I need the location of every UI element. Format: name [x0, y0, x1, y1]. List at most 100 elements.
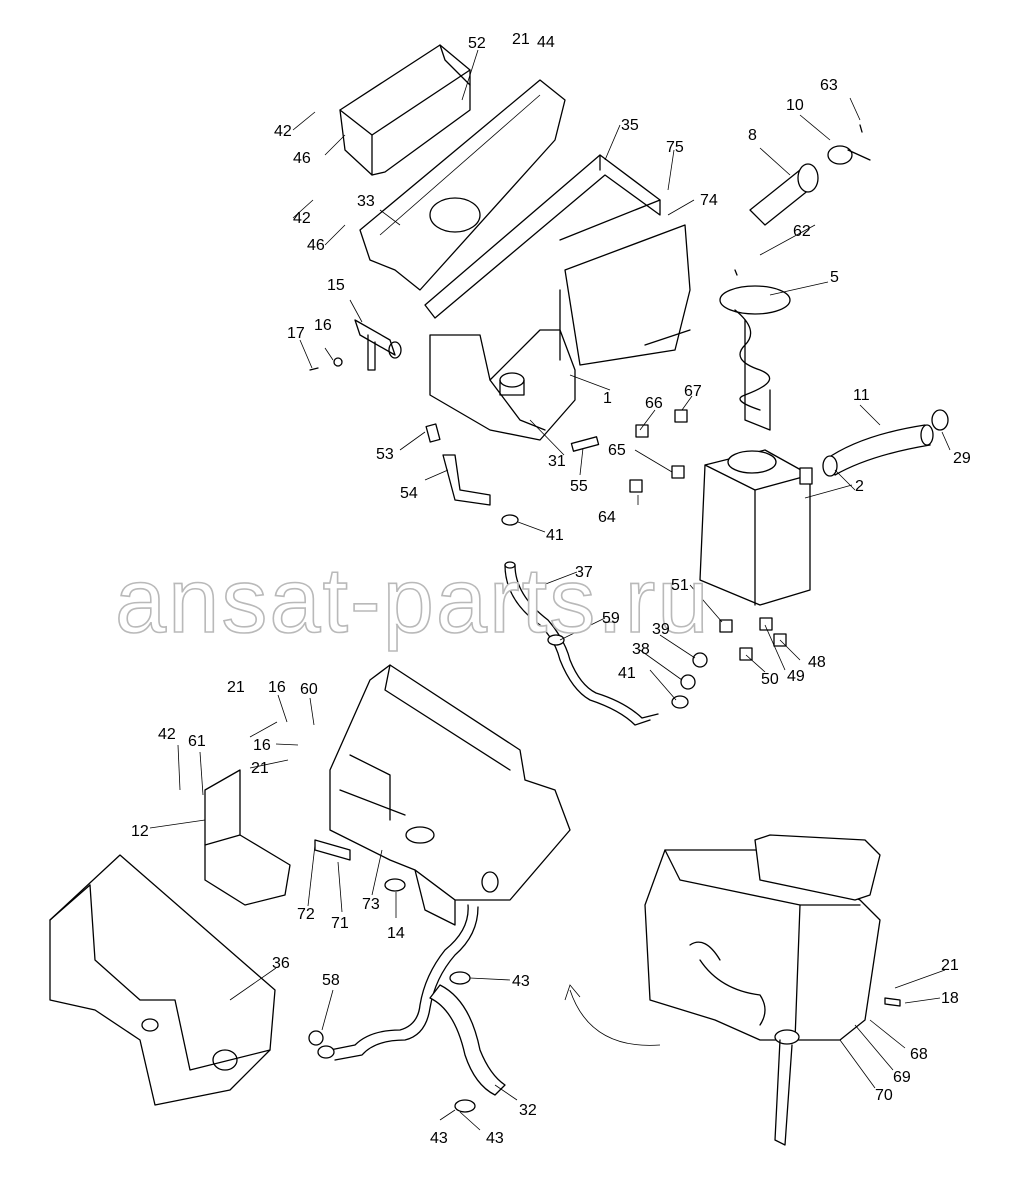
bracket-52	[339, 44, 471, 176]
callout-66: 66	[645, 395, 663, 412]
filler-neck-8	[749, 163, 819, 226]
side-panel-12	[204, 769, 291, 906]
callout-18: 18	[941, 990, 959, 1007]
callout-59: 59	[602, 610, 620, 627]
callout-43-b: 43	[486, 1130, 504, 1147]
callout-46-a: 46	[293, 150, 311, 167]
callout-48: 48	[808, 654, 826, 671]
pad-53	[425, 423, 441, 443]
pump-module-5	[719, 285, 791, 431]
callout-62: 62	[793, 223, 811, 240]
screw-63	[859, 124, 863, 133]
callout-68: 68	[910, 1046, 928, 1063]
callout-52: 52	[468, 35, 486, 52]
fuel-tank-2	[699, 449, 813, 606]
callout-29: 29	[953, 450, 971, 467]
callout-43-c: 43	[430, 1130, 448, 1147]
callout-70: 70	[875, 1087, 893, 1104]
callout-33: 33	[357, 193, 375, 210]
callout-41-a: 41	[546, 527, 564, 544]
callout-37: 37	[575, 564, 593, 581]
callout-12: 12	[131, 823, 149, 840]
callout-21-b: 21	[227, 679, 245, 696]
callout-42-a: 42	[274, 123, 292, 140]
washer-16	[333, 357, 343, 367]
callout-36: 36	[272, 955, 290, 972]
pipe-bracket-15	[354, 319, 402, 371]
fitting-39	[692, 652, 708, 668]
callout-11: 11	[853, 387, 870, 404]
callout-73: 73	[362, 896, 380, 913]
callout-55: 55	[570, 478, 588, 495]
callout-38: 38	[632, 641, 650, 658]
hose-32	[329, 904, 506, 1096]
callout-32: 32	[519, 1102, 537, 1119]
callout-8: 8	[748, 127, 757, 144]
callout-16-a: 16	[314, 317, 332, 334]
callout-65: 65	[608, 442, 626, 459]
callout-21-c: 21	[251, 760, 269, 777]
frame-35	[424, 154, 661, 319]
strap-54	[442, 454, 491, 506]
bolt-17	[309, 367, 319, 371]
callout-21-d: 21	[941, 957, 959, 974]
callout-35: 35	[621, 117, 639, 134]
hose-37	[504, 564, 651, 726]
callout-39: 39	[652, 621, 670, 638]
callout-21-a: 21	[512, 31, 530, 48]
callout-75: 75	[666, 139, 684, 156]
callout-17: 17	[287, 325, 305, 342]
callout-49: 49	[787, 668, 805, 685]
cap-10	[827, 145, 871, 165]
callout-15: 15	[327, 277, 345, 294]
installed-assembly-view	[644, 834, 881, 1146]
callout-44: 44	[537, 34, 555, 51]
callout-10: 10	[786, 97, 804, 114]
watermark: ansat-parts.ru	[115, 550, 711, 652]
callout-16-c: 16	[253, 737, 271, 754]
pad-55	[570, 436, 600, 452]
callout-46-b: 46	[307, 237, 325, 254]
callout-74: 74	[700, 192, 718, 209]
callout-16-b: 16	[268, 679, 286, 696]
grommet-14	[384, 878, 406, 892]
callout-60: 60	[300, 681, 318, 698]
housing-1	[429, 224, 691, 441]
callout-61: 61	[188, 733, 206, 750]
callout-50: 50	[761, 671, 779, 688]
callout-51: 51	[671, 577, 689, 594]
filler-hose-11	[822, 424, 934, 477]
callout-64: 64	[598, 509, 616, 526]
callout-71: 71	[331, 915, 349, 932]
clamp-59	[547, 634, 565, 646]
callout-5: 5	[830, 269, 839, 286]
clamp-29	[931, 409, 949, 431]
strap-71	[314, 839, 351, 861]
callout-53: 53	[376, 446, 394, 463]
clamp-43-lower	[454, 1099, 476, 1113]
clip-18	[884, 997, 901, 1007]
callout-42-c: 42	[158, 726, 176, 743]
callout-69: 69	[893, 1069, 911, 1086]
cover-plate-33	[359, 79, 566, 291]
clamp-41-lower	[671, 695, 689, 709]
clamp-41-upper	[501, 514, 519, 526]
callout-63: 63	[820, 77, 838, 94]
callout-43-a: 43	[512, 973, 530, 990]
callout-72: 72	[297, 906, 315, 923]
callout-2: 2	[855, 478, 864, 495]
callout-labels: 1 2 5 8 10 11 12 14 15 16 16 16 17 18 21…	[131, 31, 971, 1147]
clamp-43-upper	[449, 971, 471, 985]
callout-58: 58	[322, 972, 340, 989]
lower-housing	[329, 664, 571, 926]
clamp-38	[680, 674, 696, 690]
direction-arrow	[569, 989, 661, 1046]
lower-cover-36	[49, 854, 276, 1106]
callout-54: 54	[400, 485, 418, 502]
callout-41-b: 41	[618, 665, 636, 682]
callout-14: 14	[387, 925, 405, 942]
screw-62	[734, 269, 738, 276]
callout-42-b: 42	[293, 210, 311, 227]
callout-67: 67	[684, 383, 702, 400]
